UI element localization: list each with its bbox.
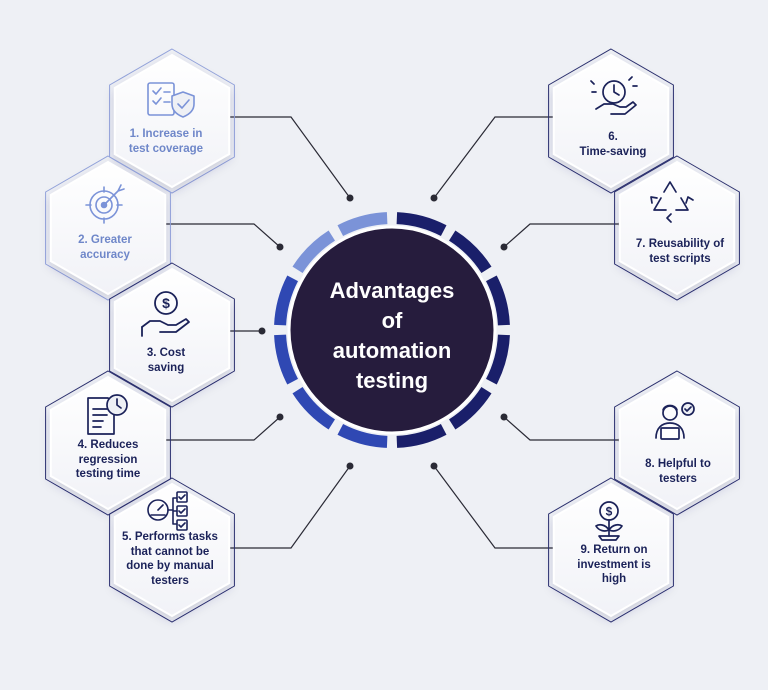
icon-increase-coverage: [147, 82, 195, 118]
connector-4: [156, 416, 281, 441]
center-title: Advantages of automation testing: [329, 278, 455, 393]
icon-regression-time: [87, 394, 128, 435]
hex-helpful-testers: [618, 375, 736, 511]
label-increase-test-coverage: 1. Increase in test coverage: [128, 128, 204, 155]
hex-reusability: [618, 160, 736, 296]
hex-increase-coverage: [113, 53, 231, 189]
connector-1: [218, 116, 351, 199]
hex-time-saving: [552, 53, 670, 189]
dot: [430, 194, 438, 202]
recycle-icon: [650, 181, 694, 223]
label-reduces-regression-time: 4. Reduces regression testing time: [75, 439, 141, 480]
label-greater-accuracy: 2. Greater accuracy: [78, 234, 132, 261]
icon-reusability: [650, 181, 694, 223]
ring-segment: [396, 212, 447, 236]
connector-8: [503, 416, 622, 441]
ring-segment: [337, 212, 388, 236]
ring-segment: [337, 424, 388, 448]
icon-helpful-testers: [655, 402, 695, 440]
dot: [276, 413, 284, 421]
icon-roi: $: [595, 501, 623, 541]
hex-cost-saving: [113, 267, 231, 403]
hex-reusability-outline: [614, 155, 740, 301]
connector-5: [218, 465, 351, 549]
hex-performs-tasks-outline: [109, 477, 235, 623]
tester-icon: [655, 402, 695, 440]
document-clock-icon: [87, 394, 128, 435]
connector-9: [433, 465, 561, 549]
icon-greater-accuracy: [85, 184, 125, 224]
connectors: [156, 116, 622, 549]
label-helpful-to-testers: 8. Helpful to testers: [645, 458, 711, 485]
hex-greater-accuracy: [49, 160, 167, 296]
icon-performs-tasks: [147, 491, 188, 531]
segmented-ring: [274, 212, 510, 448]
dot: [258, 327, 266, 335]
label-return-on-investment: 9. Return on investment is high: [577, 544, 651, 585]
coin-hand-icon: $: [141, 291, 190, 337]
target-icon: [85, 184, 125, 224]
label-time-saving: 6. Time-saving: [579, 131, 647, 158]
ring-segment: [486, 275, 510, 326]
ring-segment: [449, 387, 492, 430]
hex-greater-accuracy-outline: [45, 155, 171, 301]
hex-regression-time-outline: [45, 370, 171, 516]
label-cost-saving: 3. Cost saving: [146, 347, 186, 374]
dot: [500, 413, 508, 421]
connector-6: [433, 116, 561, 199]
icon-cost-saving: $: [141, 291, 190, 337]
hex-roi: [552, 482, 670, 618]
dot: [276, 243, 284, 251]
dot: [500, 243, 508, 251]
connector-7: [503, 223, 622, 248]
ring-segment: [292, 230, 335, 273]
svg-text:$: $: [606, 505, 613, 519]
icon-time-saving: [590, 76, 638, 115]
dot: [346, 462, 354, 470]
hex-roi-outline: [548, 477, 674, 623]
center-hub: [274, 212, 510, 448]
gauge-checklist-icon: [147, 491, 188, 531]
hex-time-saving-outline: [548, 48, 674, 194]
dot: [430, 462, 438, 470]
hex-helpful-testers-outline: [614, 370, 740, 516]
dot: [346, 194, 354, 202]
svg-text:$: $: [162, 295, 170, 311]
ring-segment: [274, 334, 298, 385]
ring-segment: [292, 387, 335, 430]
hex-cost-saving-outline: [109, 262, 235, 408]
hex-performs-tasks: [113, 482, 231, 618]
label-performs-tasks: 5. Performs tasks that cannot be done by…: [122, 531, 218, 587]
clock-hand-icon: [590, 76, 638, 115]
ring-segment: [274, 275, 298, 326]
hex-regression-time: [49, 375, 167, 511]
ring-segment: [396, 424, 447, 448]
hexagon-group: [45, 48, 740, 623]
ring-segment: [486, 334, 510, 385]
connector-2: [156, 223, 281, 248]
hex-increase-coverage-outline: [109, 48, 235, 194]
center-circle: [287, 225, 497, 435]
ring-segment: [449, 230, 492, 273]
label-reusability: 7. Reusability of test scripts: [635, 238, 725, 265]
checklist-shield-icon: [147, 82, 195, 118]
money-plant-icon: $: [595, 501, 623, 541]
